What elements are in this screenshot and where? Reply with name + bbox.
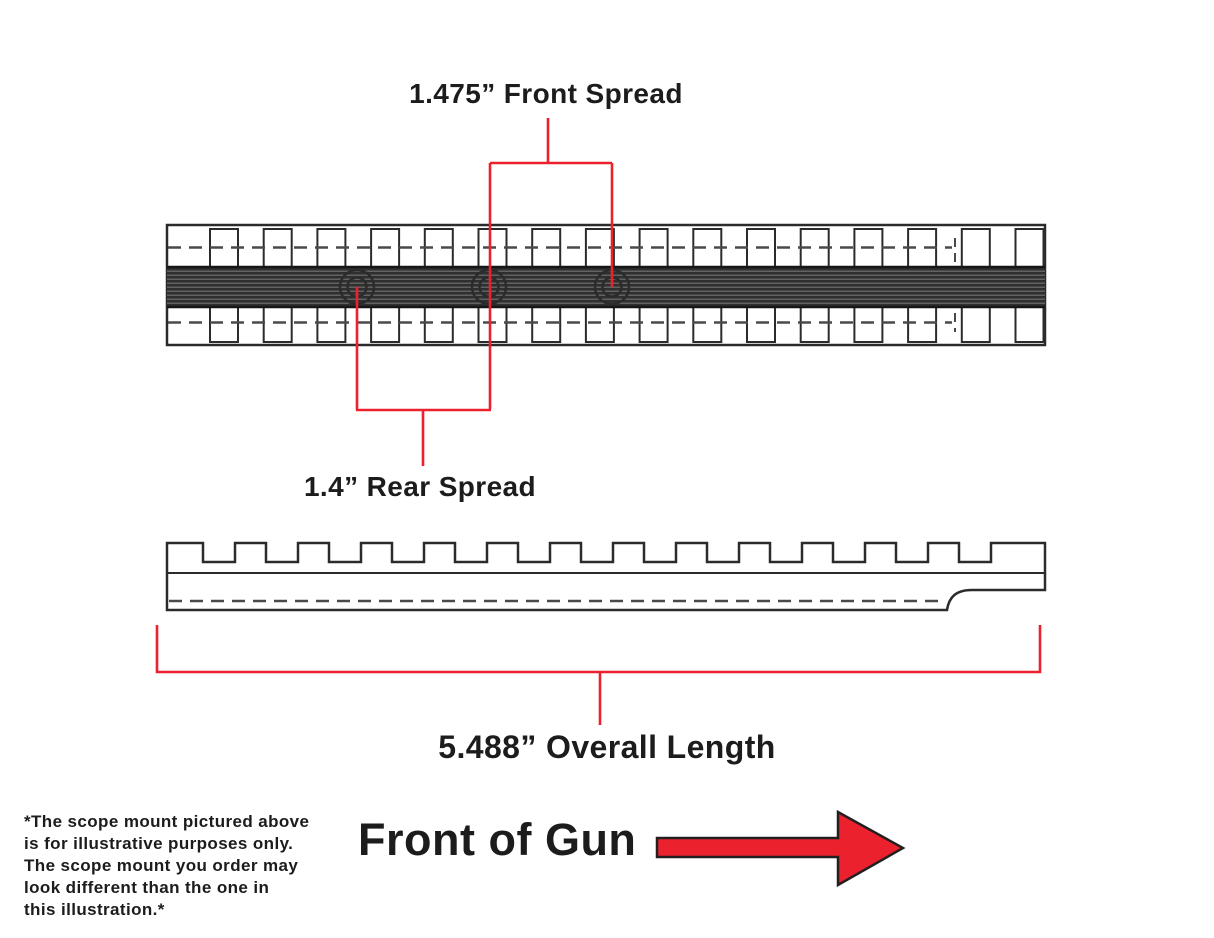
front-spread-callout [488,118,614,409]
front-direction-arrow-icon [655,809,906,888]
side-view-outline [165,541,1047,612]
overall-length-label: 5.488” Overall Length [438,729,776,765]
side-view [165,541,1047,612]
front-spread-label: 1.475” Front Spread [409,78,683,109]
overall-length-bracket [155,625,1042,725]
center-groove-strip [167,267,1045,307]
front-of-gun-label: Front of Gun [358,814,637,865]
top-view-slot-row-lower [209,306,1045,343]
disclaimer-note: *The scope mount pictured above is for i… [24,812,310,919]
top-view [165,223,1047,347]
rear-spread-callout [355,287,491,466]
rear-spread-label: 1.4” Rear Spread [303,471,537,502]
top-view-slot-row-upper [209,228,1045,268]
